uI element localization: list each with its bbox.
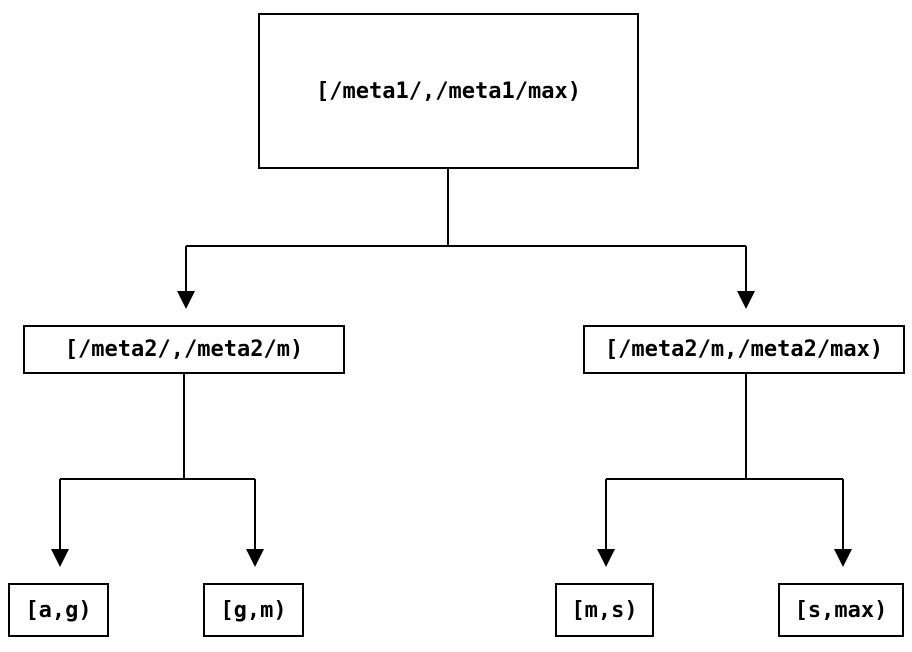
arrowhead-leaf-ag [51,549,69,567]
arrowhead-root-right [737,291,755,309]
node-leaf-smax: [s,max) [778,583,904,637]
node-level2-right: [/meta2/m,/meta2/max) [583,325,905,374]
node-leaf-ag: [a,g) [8,583,109,637]
arrowhead-root-left [177,291,195,309]
node-leaf-gm: [g,m) [203,583,304,637]
node-root: [/meta1/,/meta1/max) [258,13,639,169]
node-level2-left: [/meta2/,/meta2/m) [23,325,345,374]
node-leaf-ms: [m,s) [555,583,654,637]
arrowhead-leaf-gm [246,549,264,567]
arrowhead-leaf-ms [597,549,615,567]
arrowhead-leaf-smax [834,549,852,567]
